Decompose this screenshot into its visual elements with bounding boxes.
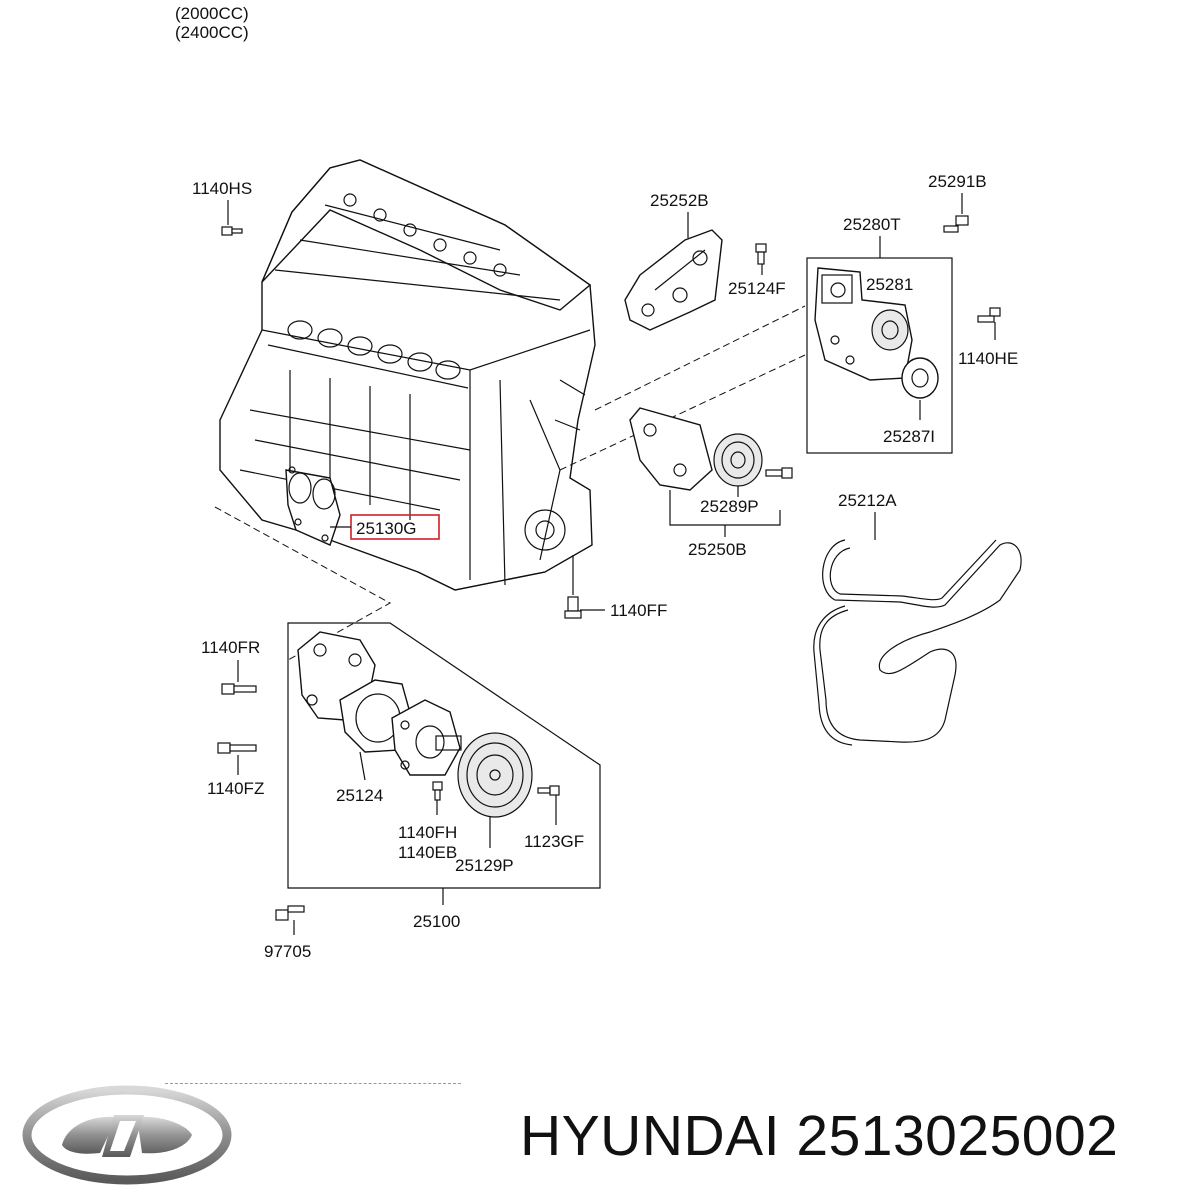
bolt-1140fr: 1140FR bbox=[201, 638, 260, 695]
label-25280t: 25280T bbox=[843, 215, 901, 234]
label-25287i: 25287I bbox=[883, 427, 935, 446]
label-1140eb: 1140EB bbox=[398, 843, 457, 862]
label-1140fr: 1140FR bbox=[201, 638, 260, 657]
variant-2400cc: (2400CC) bbox=[175, 23, 249, 42]
logo-separator bbox=[165, 1083, 461, 1084]
idler-bracket-25250b: 25289P 25250B bbox=[629, 407, 793, 559]
highlight-25130g: 25130G bbox=[330, 514, 440, 540]
label-25281: 25281 bbox=[866, 275, 913, 294]
label-25130g: 25130G bbox=[356, 519, 417, 538]
label-1140ff: 1140FF bbox=[610, 601, 667, 620]
leader-tensioner-dashed-2 bbox=[594, 305, 806, 411]
label-25250b: 25250B bbox=[688, 540, 747, 559]
label-25291b: 25291B bbox=[928, 172, 987, 191]
drive-belt-25212a: 25212A bbox=[813, 491, 1022, 746]
label-1140hs: 1140HS bbox=[192, 179, 252, 198]
bolt-25291b: 25291B bbox=[928, 172, 987, 233]
label-25252b: 25252B bbox=[650, 191, 709, 210]
water-inlet-gasket bbox=[285, 466, 341, 546]
tensioner-assembly-25280t: 25280T 25281 25287I bbox=[806, 215, 953, 454]
hyundai-logo-icon bbox=[22, 1085, 232, 1185]
bracket-25252b: 25252B bbox=[624, 191, 723, 331]
bolt-1140fz: 1140FZ bbox=[207, 742, 264, 798]
label-1140fh: 1140FH bbox=[398, 823, 457, 842]
bolt-1140he: 1140HE bbox=[958, 307, 1018, 368]
bolt-1140ff: 1140FF bbox=[564, 555, 667, 620]
water-pump-assembly-25100: 25124 25129P 1123GF 1140FH 1140EB bbox=[287, 622, 601, 889]
label-1140fz: 1140FZ bbox=[207, 779, 264, 798]
label-1140he: 1140HE bbox=[958, 349, 1018, 368]
variant-2000cc: (2000CC) bbox=[175, 4, 249, 23]
leader-tensioner-dashed-1 bbox=[559, 354, 806, 471]
label-25129p: 25129P bbox=[455, 856, 514, 875]
bolt-25124f: 25124F bbox=[728, 243, 786, 298]
brand-title: HYUNDAI 2513025002 bbox=[520, 1104, 1119, 1168]
label-97705: 97705 bbox=[264, 942, 311, 961]
bolt-97705: 97705 bbox=[264, 905, 311, 961]
label-25100: 25100 bbox=[413, 912, 460, 931]
label-1123gf: 1123GF bbox=[524, 832, 584, 851]
label-25289p: 25289P bbox=[700, 497, 759, 516]
label-25212a: 25212A bbox=[838, 491, 897, 510]
label-25124: 25124 bbox=[336, 786, 383, 805]
bolt-1140hs: 1140HS bbox=[192, 179, 252, 236]
label-25124f: 25124F bbox=[728, 279, 786, 298]
